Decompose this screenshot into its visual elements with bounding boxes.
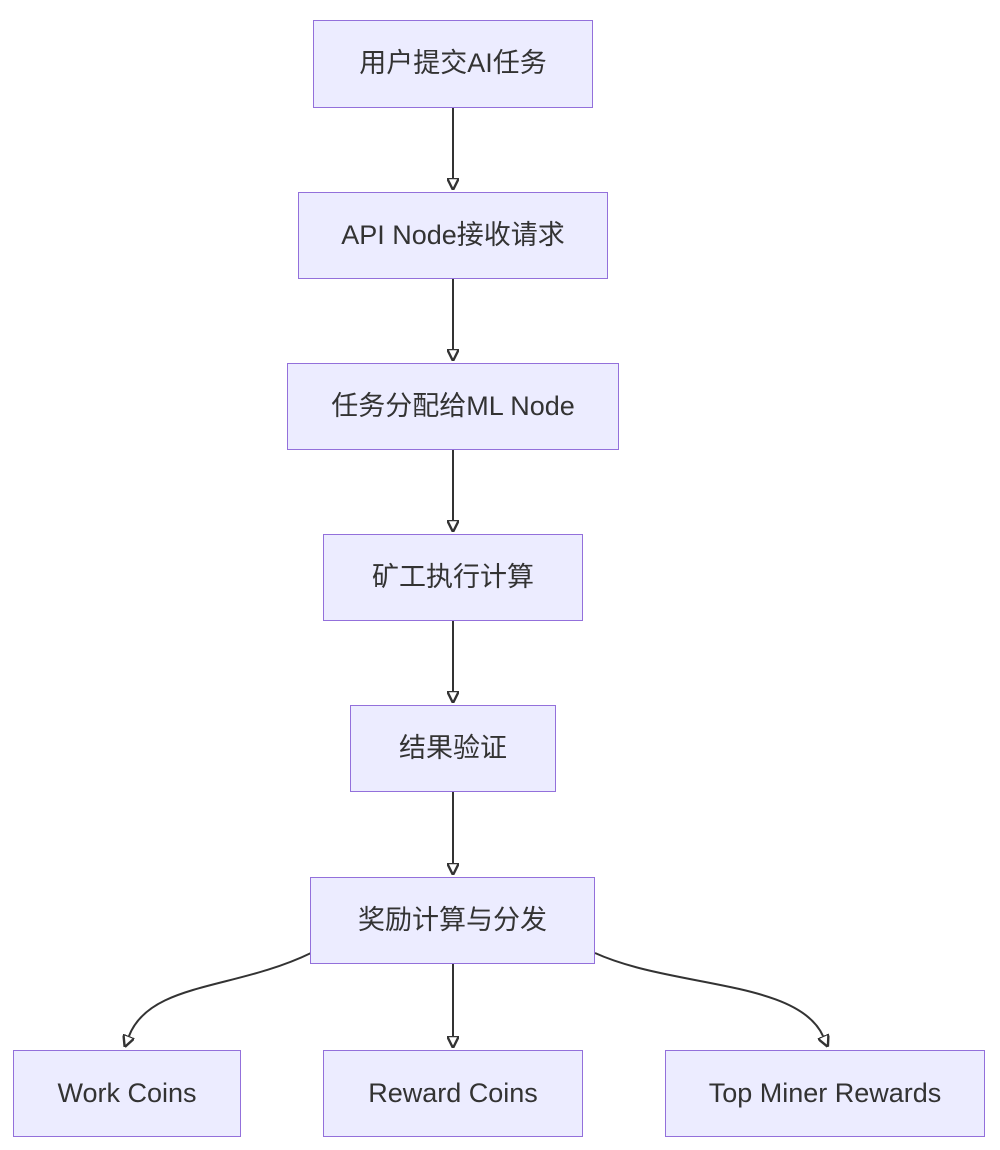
node-top-miner-rewards: Top Miner Rewards — [665, 1050, 985, 1137]
node-miner-compute: 矿工执行计算 — [323, 534, 583, 621]
node-reward-coins: Reward Coins — [323, 1050, 583, 1137]
node-api-node-receive-label: API Node接收请求 — [341, 219, 565, 250]
node-work-coins-label: Work Coins — [57, 1077, 197, 1108]
node-assign-ml-node: 任务分配给ML Node — [287, 363, 619, 450]
node-reward-distribute: 奖励计算与分发 — [310, 877, 595, 964]
node-reward-coins-label: Reward Coins — [368, 1077, 538, 1108]
node-miner-compute-label: 矿工执行计算 — [372, 561, 534, 592]
node-user-submit-task-label: 用户提交AI任务 — [359, 48, 547, 79]
node-api-node-receive: API Node接收请求 — [298, 192, 608, 279]
node-assign-ml-node-label: 任务分配给ML Node — [331, 390, 575, 421]
node-reward-distribute-label: 奖励计算与分发 — [358, 904, 547, 935]
node-result-verify-label: 结果验证 — [399, 732, 507, 763]
node-work-coins: Work Coins — [13, 1050, 241, 1137]
node-user-submit-task: 用户提交AI任务 — [313, 20, 593, 108]
edge-reward-to-workcoins — [129, 952, 312, 1036]
node-result-verify: 结果验证 — [350, 705, 556, 792]
node-top-miner-rewards-label: Top Miner Rewards — [708, 1077, 942, 1108]
edge-reward-to-topminer — [594, 952, 823, 1036]
